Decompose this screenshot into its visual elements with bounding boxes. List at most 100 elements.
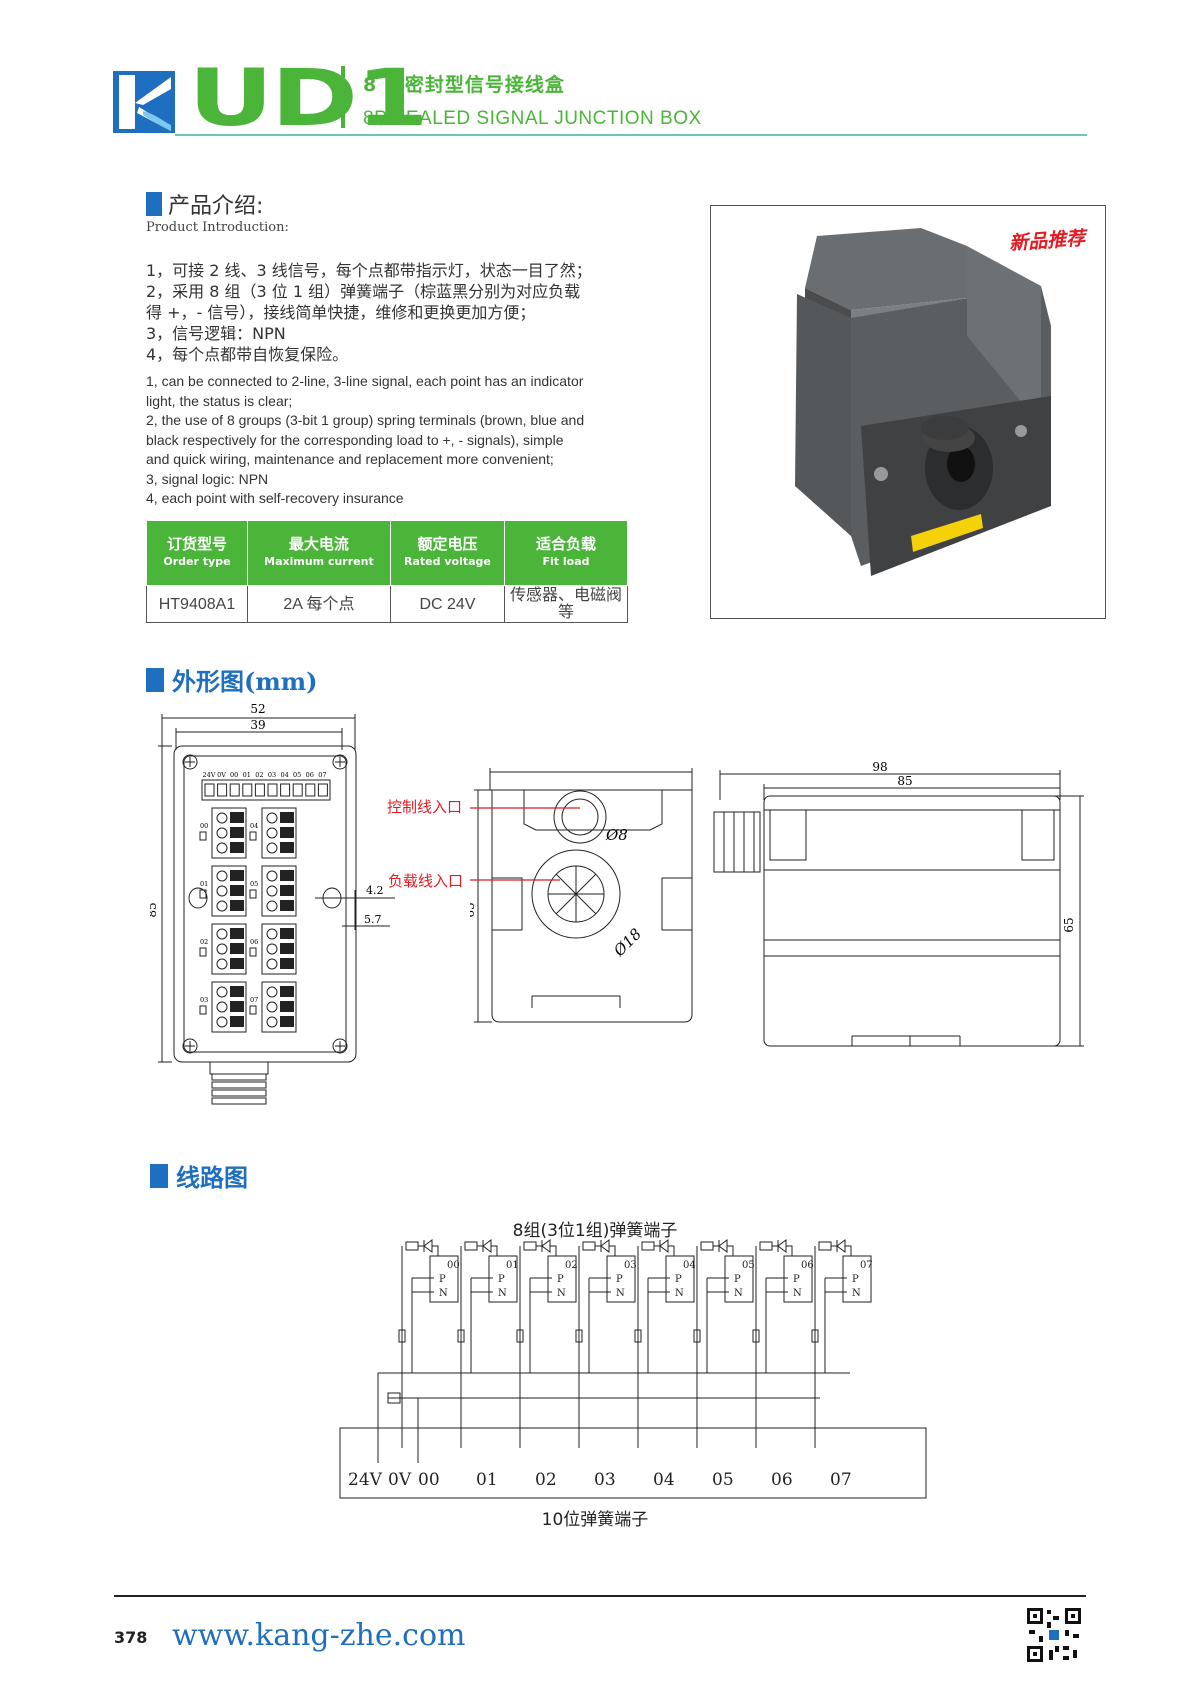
fuse — [634, 1329, 642, 1343]
fuse — [575, 1329, 583, 1343]
wiring-bottom-title: 10位弹簧端子 — [541, 1510, 649, 1530]
spring-lever — [280, 900, 294, 911]
led-indicator — [199, 889, 207, 899]
spring-terminal-group — [261, 981, 297, 1033]
product-photo-frame: 新品推荐 — [710, 205, 1106, 619]
pin-wire — [589, 1277, 611, 1293]
terminal-label: 02 — [255, 771, 263, 779]
fuse — [752, 1329, 760, 1343]
dim-small-dia: Ø8 — [605, 826, 628, 844]
dim-large-dia: Ø18 — [609, 925, 645, 961]
intro-cn: 1，可接 2 线、3 线信号，每个点都带指示灯，状态一目了然； 2，采用 8 组… — [146, 260, 646, 365]
pin-label: N — [734, 1288, 743, 1299]
wire-hole — [216, 842, 228, 854]
intro-en-line: and quick wiring, maintenance and replac… — [146, 451, 554, 467]
spring-lever — [280, 986, 294, 997]
bottom-terminal-label: 03 — [594, 1470, 616, 1490]
spring-terminal-group — [211, 807, 247, 859]
dimension-heading-text: 外形图(mm) — [172, 667, 318, 696]
terminal-label: 24V — [203, 771, 216, 779]
led-symbol — [718, 1239, 728, 1253]
intro-en-line: light, the status is clear; — [146, 392, 293, 409]
wire-hole — [216, 1001, 228, 1013]
bottom-terminal-label: 07 — [830, 1470, 852, 1490]
group-label: 06 — [250, 938, 258, 946]
new-product-badge: 新品推荐 — [1008, 227, 1086, 255]
wire-hole — [216, 986, 228, 998]
side-view-drawing: 98 85 65 — [713, 760, 1084, 1047]
channel-label: 04 — [683, 1260, 696, 1271]
channel-wire — [519, 1245, 557, 1448]
intro-cn-line: 得 +，- 信号），接线简单快捷，维修和更换更加方便； — [146, 303, 536, 322]
section-bar — [146, 667, 164, 692]
resistor — [641, 1241, 655, 1251]
channel-terminal — [724, 1255, 754, 1303]
pin-label: P — [498, 1274, 505, 1285]
header-divider — [341, 66, 345, 128]
resistor — [523, 1241, 537, 1251]
pin-wire — [648, 1277, 670, 1293]
wire-hole — [216, 827, 228, 839]
page-number: 378 — [114, 1628, 148, 1647]
fuse — [398, 1329, 406, 1343]
spring-lever — [230, 958, 244, 969]
pin-wire — [766, 1277, 788, 1293]
pin-label: N — [852, 1288, 861, 1299]
end-view-drawing: 52 65 Ø8 Ø18 — [470, 768, 693, 1023]
intro-en-line: 1, can be connected to 2-line, 3-line si… — [146, 373, 584, 389]
title-en: 8P SEALED SIGNAL JUNCTION BOX — [363, 108, 702, 129]
spring-terminal-group — [211, 923, 247, 975]
dim-side-length-outer: 98 — [872, 760, 887, 774]
intro-heading-cn: 产品介绍: — [168, 194, 264, 219]
spring-lever — [230, 928, 244, 939]
channel-label: 00 — [447, 1260, 460, 1271]
spring-lever — [230, 827, 244, 838]
qr-code-icon[interactable] — [1025, 1606, 1083, 1664]
spec-cell: DC 24V — [389, 585, 506, 623]
channel-terminal — [606, 1255, 636, 1303]
spring-lever — [280, 870, 294, 881]
channel-label: 03 — [624, 1260, 637, 1271]
terminal-slot — [317, 783, 328, 797]
led-indicator — [249, 1005, 257, 1015]
fuse — [457, 1329, 465, 1343]
spring-lever — [230, 943, 244, 954]
website-link[interactable]: www.kang-zhe.com — [172, 1618, 466, 1653]
bottom-terminal-label: 01 — [476, 1470, 498, 1490]
channel-terminal — [842, 1255, 872, 1303]
group-label: 01 — [200, 880, 208, 888]
channel-terminal — [783, 1255, 813, 1303]
resistor — [759, 1241, 773, 1251]
wire-hole — [266, 885, 278, 897]
pin-label: N — [439, 1288, 448, 1299]
terminal-label: 06 — [306, 771, 314, 779]
terminal-slot — [292, 783, 303, 797]
dim-side-length-inner: 85 — [897, 774, 912, 788]
led-indicator — [199, 947, 207, 957]
terminal-slot — [229, 783, 240, 797]
spring-lever — [280, 812, 294, 823]
pin-label: P — [439, 1274, 446, 1285]
channel-wire — [460, 1245, 498, 1448]
wire-hole — [266, 812, 278, 824]
intro-en-line: 2, the use of 8 groups (3-bit 1 group) s… — [146, 412, 585, 428]
dim-front-width-inner: 39 — [250, 718, 265, 732]
intro-heading: 产品介绍: — [146, 188, 263, 220]
terminal-slot — [242, 783, 253, 797]
channel-label: 01 — [506, 1260, 519, 1271]
pin-label: N — [498, 1288, 507, 1299]
dimension-heading: 外形图(mm) — [146, 662, 318, 697]
spring-terminal-group — [261, 807, 297, 859]
terminal-label: 05 — [293, 771, 301, 779]
bottom-terminal-label: 06 — [771, 1470, 793, 1490]
spring-lever — [230, 842, 244, 853]
wire-hole — [266, 1001, 278, 1013]
bottom-terminal-label: 24V — [348, 1470, 383, 1490]
wiring-heading-text: 线路图 — [176, 1163, 248, 1192]
channel-terminal — [547, 1255, 577, 1303]
spring-lever — [230, 986, 244, 997]
spring-lever — [230, 812, 244, 823]
led-symbol — [482, 1239, 492, 1253]
led-indicator — [249, 889, 257, 899]
